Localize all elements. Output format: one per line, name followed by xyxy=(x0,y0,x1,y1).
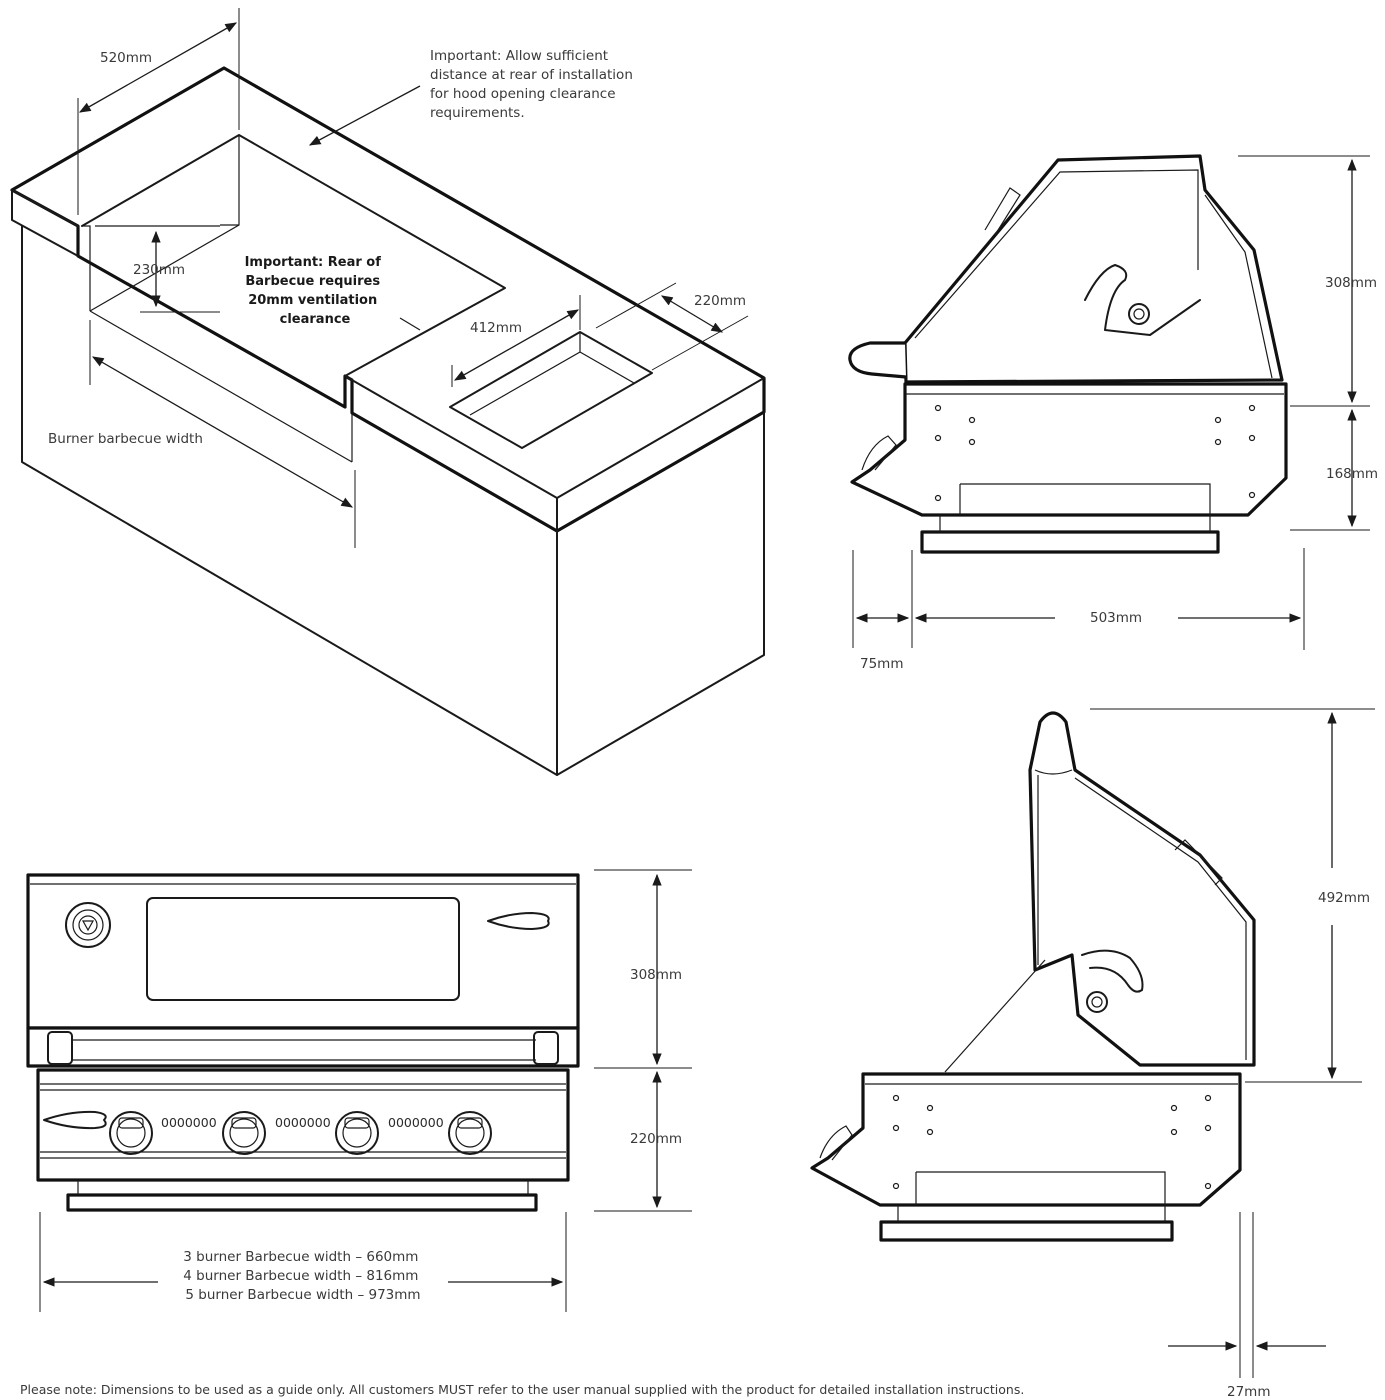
rear-gap-label: 27mm xyxy=(1227,1384,1270,1400)
side-view-open: 492mm 27mm xyxy=(810,708,1375,1400)
barbecue-cavity xyxy=(81,134,506,377)
knob xyxy=(335,1111,379,1155)
front-drip-tray xyxy=(66,1193,538,1212)
side-handle xyxy=(848,341,907,379)
open-drip-tray xyxy=(879,1220,1174,1242)
front-overhang-label: 75mm xyxy=(860,656,903,672)
open-hood xyxy=(1028,711,1256,1067)
knob-marks-1: 0000000 xyxy=(161,1115,217,1130)
open-body xyxy=(810,1072,1242,1207)
dim-412-label: 412mm xyxy=(470,320,522,336)
front-body-height-label: 220mm xyxy=(630,1131,682,1147)
closed-body-height-label: 168mm xyxy=(1326,466,1378,482)
footer-note: Please note: Dimensions to be used as a … xyxy=(20,1382,1024,1397)
knob xyxy=(109,1111,153,1155)
dim-230-label: 230mm xyxy=(133,262,185,278)
knob xyxy=(448,1111,492,1155)
knob-marks-2: 0000000 xyxy=(275,1115,331,1130)
brand-badge-hood xyxy=(487,912,550,930)
isometric-bench-view: 520mm Important: Allow sufficient distan… xyxy=(10,8,766,776)
barbecue-widths: 3 burner Barbecue width – 660mm 4 burner… xyxy=(183,1249,422,1303)
closed-hood xyxy=(903,154,1284,384)
closed-hood-height-label: 308mm xyxy=(1325,275,1377,291)
closed-depth-label: 503mm xyxy=(1090,610,1142,626)
dim-520-label: 520mm xyxy=(100,50,152,66)
knob-marks-3: 0000000 xyxy=(388,1115,444,1130)
rear-ventilation-note: Important: Rear of Barbecue requires 20m… xyxy=(245,255,386,327)
closed-drip-tray xyxy=(920,530,1220,554)
knob xyxy=(222,1111,266,1155)
brand-badge-panel xyxy=(43,1110,107,1130)
open-height-label: 492mm xyxy=(1318,890,1370,906)
bench-top xyxy=(10,66,766,533)
front-hood-height-label: 308mm xyxy=(630,967,682,983)
side-view-closed: 308mm 168mm 503mm 75mm xyxy=(848,154,1378,672)
dim-220-iso-label: 220mm xyxy=(694,293,746,309)
burner-knobs xyxy=(109,1111,492,1155)
hood-clearance-note: Important: Allow sufficient distance at … xyxy=(430,48,637,121)
front-handle xyxy=(26,1026,580,1068)
front-window xyxy=(146,897,460,1001)
temperature-gauge xyxy=(65,902,111,948)
closed-body xyxy=(850,382,1288,517)
burner-width-label: Burner barbecue width xyxy=(48,431,203,447)
front-view: 0000000 0000000 0000000 308mm 220mm 3 bu… xyxy=(26,869,692,1312)
